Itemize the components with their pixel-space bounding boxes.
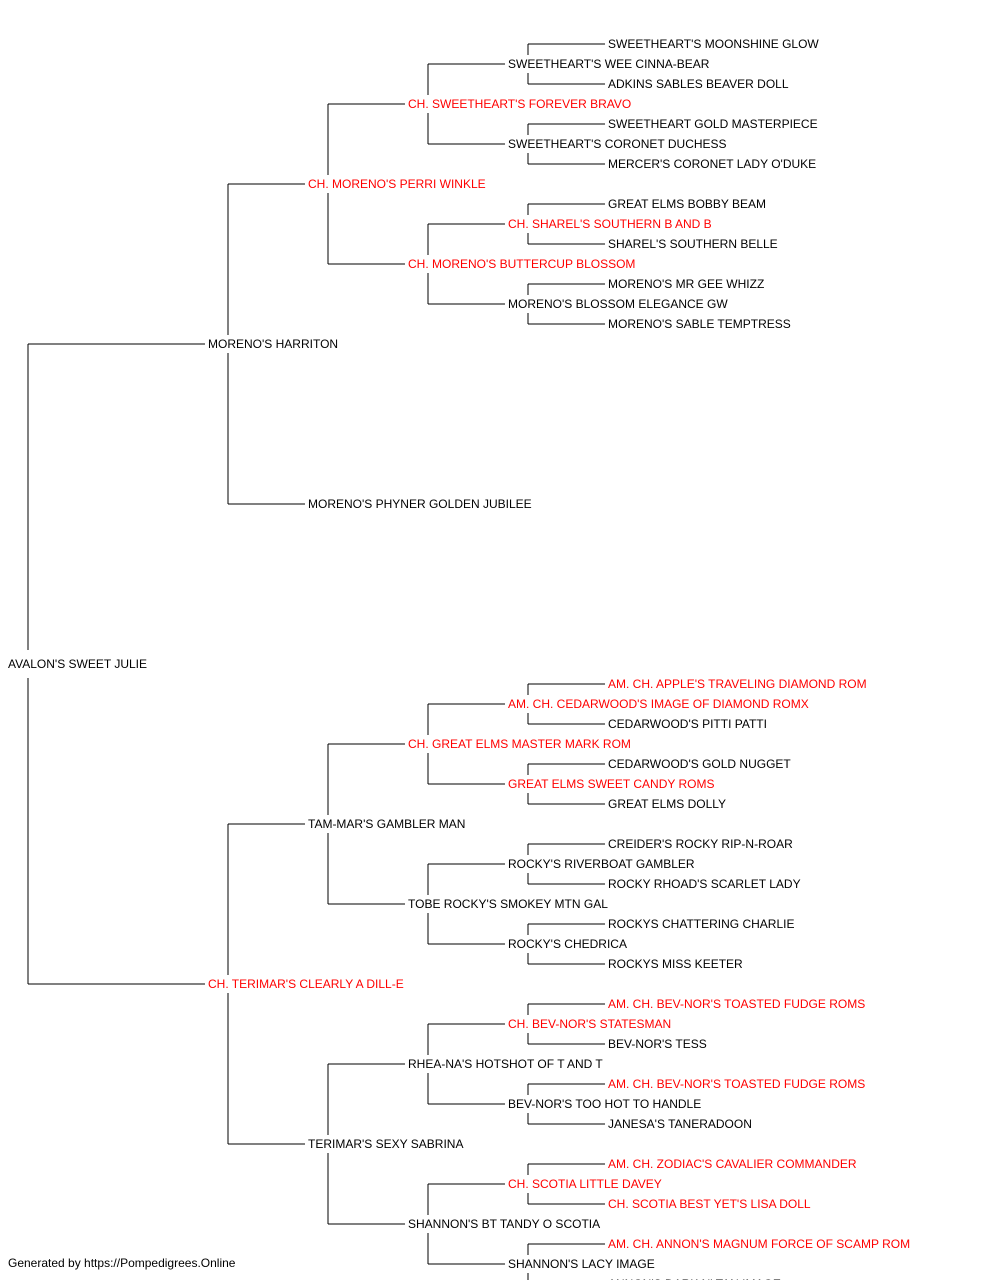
pedigree-name-sire-sire-dam-dam-dam: MORENO'S SABLE TEMPTRESS (608, 317, 791, 331)
pedigree-name-dam-sire-sire-dam: GREAT ELMS SWEET CANDY ROMS (508, 777, 714, 791)
pedigree-name-dam-dam-sire-dam-sire: AM. CH. BEV-NOR'S TOASTED FUDGE ROMS (608, 1077, 865, 1091)
pedigree-name-dam-dam-dam-dam-sire: AM. CH. ANNON'S MAGNUM FORCE OF SCAMP RO… (608, 1237, 910, 1251)
pedigree-name-dam-sire-dam-sire: ROCKY'S RIVERBOAT GAMBLER (508, 857, 695, 871)
pedigree-name-sire-sire-sire-dam-sire: SWEETHEART GOLD MASTERPIECE (608, 117, 818, 131)
pedigree-name-sire-sire-dam: CH. MORENO'S BUTTERCUP BLOSSOM (408, 257, 635, 271)
pedigree-name-dam-sire-dam-sire-sire: CREIDER'S ROCKY RIP-N-ROAR (608, 837, 793, 851)
pedigree-name-dam-dam-sire-sire-dam: BEV-NOR'S TESS (608, 1037, 707, 1051)
pedigree-name-dam-sire-sire-sire-dam: CEDARWOOD'S PITTI PATTI (608, 717, 767, 731)
generated-by-credit: Generated by https://Pompedigrees.Online (8, 1256, 236, 1270)
pedigree-name-dam-dam-sire: RHEA-NA'S HOTSHOT OF T AND T (408, 1057, 603, 1071)
pedigree-name-sire-sire-dam-sire-sire: GREAT ELMS BOBBY BEAM (608, 197, 766, 211)
pedigree-name-dam-dam-sire-dam: BEV-NOR'S TOO HOT TO HANDLE (508, 1097, 701, 1111)
pedigree-name-dam-dam-dam-dam: SHANNON'S LACY IMAGE (508, 1257, 655, 1271)
pedigree-name-dam-dam: TERIMAR'S SEXY SABRINA (308, 1137, 463, 1151)
pedigree-name-sire-sire-sire-sire: SWEETHEART'S WEE CINNA-BEAR (508, 57, 710, 71)
pedigree-name-dam-sire-sire-sire: AM. CH. CEDARWOOD'S IMAGE OF DIAMOND ROM… (508, 697, 809, 711)
pedigree-name-sire-sire-sire: CH. SWEETHEART'S FOREVER BRAVO (408, 97, 631, 111)
pedigree-name-sire: MORENO'S HARRITON (208, 337, 338, 351)
pedigree-name-dam-dam-dam-sire-sire: AM. CH. ZODIAC'S CAVALIER COMMANDER (608, 1157, 857, 1171)
pedigree-name-dam-sire-sire-sire-sire: AM. CH. APPLE'S TRAVELING DIAMOND ROM (608, 677, 867, 691)
pedigree-name-sire-sire-dam-dam: MORENO'S BLOSSOM ELEGANCE GW (508, 297, 728, 311)
pedigree-name-dam-dam-sire-dam-dam: JANESA'S TANERADOON (608, 1117, 752, 1131)
pedigree-name-sire-sire: CH. MORENO'S PERRI WINKLE (308, 177, 486, 191)
pedigree-name-dam-dam-sire-sire: CH. BEV-NOR'S STATESMAN (508, 1017, 671, 1031)
pedigree-name-dam-sire-sire-dam-dam: GREAT ELMS DOLLY (608, 797, 726, 811)
pedigree-name-dam-dam-sire-sire-sire: AM. CH. BEV-NOR'S TOASTED FUDGE ROMS (608, 997, 865, 1011)
pedigree-name-sire-dam: MORENO'S PHYNER GOLDEN JUBILEE (308, 497, 532, 511)
pedigree-name-dam-sire-dam-dam-dam: ROCKYS MISS KEETER (608, 957, 743, 971)
pedigree-name-dam: CH. TERIMAR'S CLEARLY A DILL-E (208, 977, 404, 991)
pedigree-name-sire-sire-dam-sire-dam: SHAREL'S SOUTHERN BELLE (608, 237, 778, 251)
pedigree-name-dam-sire: TAM-MAR'S GAMBLER MAN (308, 817, 465, 831)
pedigree-name-dam-dam-dam: SHANNON'S BT TANDY O SCOTIA (408, 1217, 600, 1231)
pedigree-name-dam-dam-dam-dam-dam: ANNON'S DARK N' TAN IMAGE (608, 1277, 781, 1280)
pedigree-name-sire-sire-sire-sire-sire: SWEETHEART'S MOONSHINE GLOW (608, 37, 819, 51)
pedigree-name-sire-sire-dam-sire: CH. SHAREL'S SOUTHERN B AND B (508, 217, 712, 231)
pedigree-name-sire-sire-sire-dam: SWEETHEART'S CORONET DUCHESS (508, 137, 727, 151)
pedigree-name-dam-dam-dam-sire-dam: CH. SCOTIA BEST YET'S LISA DOLL (608, 1197, 811, 1211)
pedigree-name-subject: AVALON'S SWEET JULIE (8, 657, 147, 671)
pedigree-name-dam-sire-sire: CH. GREAT ELMS MASTER MARK ROM (408, 737, 631, 751)
pedigree-name-dam-sire-dam-dam-sire: ROCKYS CHATTERING CHARLIE (608, 917, 794, 931)
pedigree-name-sire-sire-dam-dam-sire: MORENO'S MR GEE WHIZZ (608, 277, 764, 291)
pedigree-name-dam-sire-dam-dam: ROCKY'S CHEDRICA (508, 937, 627, 951)
pedigree-name-sire-sire-sire-dam-dam: MERCER'S CORONET LADY O'DUKE (608, 157, 816, 171)
pedigree-name-sire-sire-sire-sire-dam: ADKINS SABLES BEAVER DOLL (608, 77, 789, 91)
pedigree-name-dam-sire-dam-sire-dam: ROCKY RHOAD'S SCARLET LADY (608, 877, 801, 891)
pedigree-name-dam-dam-dam-sire: CH. SCOTIA LITTLE DAVEY (508, 1177, 662, 1191)
pedigree-name-dam-sire-sire-dam-sire: CEDARWOOD'S GOLD NUGGET (608, 757, 791, 771)
pedigree-name-dam-sire-dam: TOBE ROCKY'S SMOKEY MTN GAL (408, 897, 608, 911)
